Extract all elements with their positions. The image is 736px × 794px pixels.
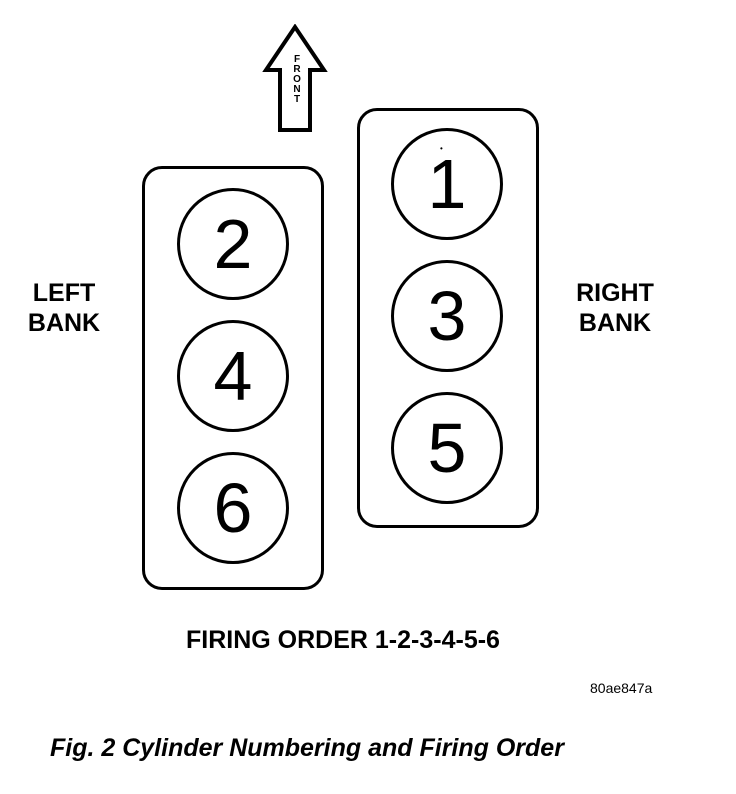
front-letter: N <box>293 84 301 95</box>
right-bank-label-line-2: BANK <box>578 309 652 337</box>
right-bank-block <box>357 108 539 528</box>
right-bank-label-line-1: RIGHT <box>576 279 654 307</box>
cylinder-1: 1 <box>391 128 503 240</box>
cylinder-6: 6 <box>177 452 289 564</box>
front-letter: O <box>293 74 301 85</box>
left-bank-label: LEFT BANK <box>22 278 106 338</box>
left-bank-label-line-1: LEFT <box>32 279 96 307</box>
figure-code: 80ae847a <box>590 680 653 696</box>
figure-caption: Fig. 2 Cylinder Numbering and Firing Ord… <box>50 734 564 762</box>
left-bank-block <box>142 166 324 590</box>
left-bank-label-line-2: BANK <box>27 309 101 337</box>
front-letter: R <box>293 64 301 75</box>
front-label: F R O N T <box>287 55 307 105</box>
cylinder-1-mark: • <box>440 144 443 153</box>
right-bank-label: RIGHT BANK <box>566 278 664 338</box>
firing-order-label: FIRING ORDER 1-2-3-4-5-6 <box>186 626 500 654</box>
front-letter: F <box>293 54 301 65</box>
cylinder-3: 3 <box>391 260 503 372</box>
cylinder-5: 5 <box>391 392 503 504</box>
front-arrow-icon <box>262 24 328 132</box>
cylinder-2: 2 <box>177 188 289 300</box>
front-letter: T <box>293 94 301 105</box>
cylinder-4: 4 <box>177 320 289 432</box>
